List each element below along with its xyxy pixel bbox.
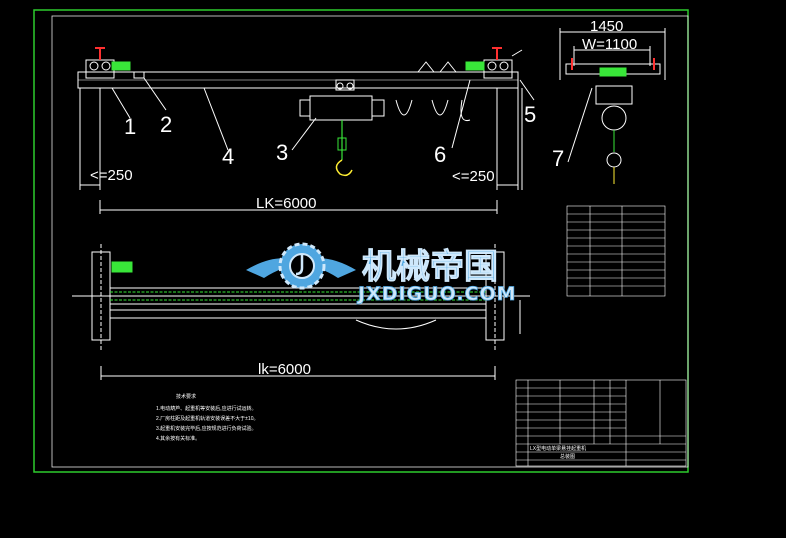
- part-number-5: 5: [524, 102, 536, 127]
- gear-wings-logo-icon: [246, 242, 356, 290]
- technical-notes: 技术要求 1.电动葫芦、起重机等安装后,应进行试运转。 2.厂房柱距及起重机轨道…: [156, 393, 258, 442]
- watermark-en: JXDIGUO.COM: [356, 283, 517, 305]
- part-number-1: 1: [124, 114, 136, 139]
- parameter-table: [566, 205, 666, 297]
- right-end-truck: [483, 59, 513, 79]
- plan-view: [72, 244, 530, 380]
- dim-side-inner: W=1100: [582, 36, 637, 53]
- title-block: [515, 379, 687, 467]
- part-number-7: 7: [552, 146, 564, 171]
- note-line-2: 2.厂房柱距及起重机轨道安装误差不大于±10。: [156, 415, 258, 422]
- dim-side-width: 1450: [590, 18, 623, 35]
- watermark-cn: 机械帝国: [362, 247, 498, 287]
- left-end-truck: [85, 59, 115, 79]
- notes-title: 技术要求: [176, 393, 196, 400]
- note-line-4: 4.其余按有关标准。: [156, 435, 200, 442]
- part-number-4: 4: [222, 144, 234, 169]
- dim-left-offset: <=250: [90, 167, 133, 184]
- part-number-6: 6: [434, 142, 446, 167]
- watermark: 机械帝国 JXDIGUO.COM: [246, 242, 517, 305]
- part-number-3: 3: [276, 140, 288, 165]
- side-view: [559, 28, 666, 184]
- dim-right-offset: <=250: [452, 168, 495, 185]
- inner-frame: [51, 15, 689, 468]
- right-drive-motor: [465, 61, 485, 71]
- title-block-subtitle: 总装图: [560, 453, 575, 460]
- part-number-2: 2: [160, 112, 172, 137]
- electric-hoist: [299, 79, 385, 177]
- note-line-1: 1.电动葫芦、起重机等安装后,应进行试运转。: [156, 405, 257, 412]
- dim-span-front: LK=6000: [256, 195, 316, 212]
- note-line-3: 3.起重机安装完毕后,应按规范进行负荷试验。: [156, 425, 257, 432]
- left-drive-motor: [111, 61, 131, 71]
- dim-span-top: lk=6000: [258, 361, 311, 378]
- front-elevation: [77, 47, 593, 214]
- title-block-title: LX型电动单梁悬挂起重机: [530, 445, 586, 452]
